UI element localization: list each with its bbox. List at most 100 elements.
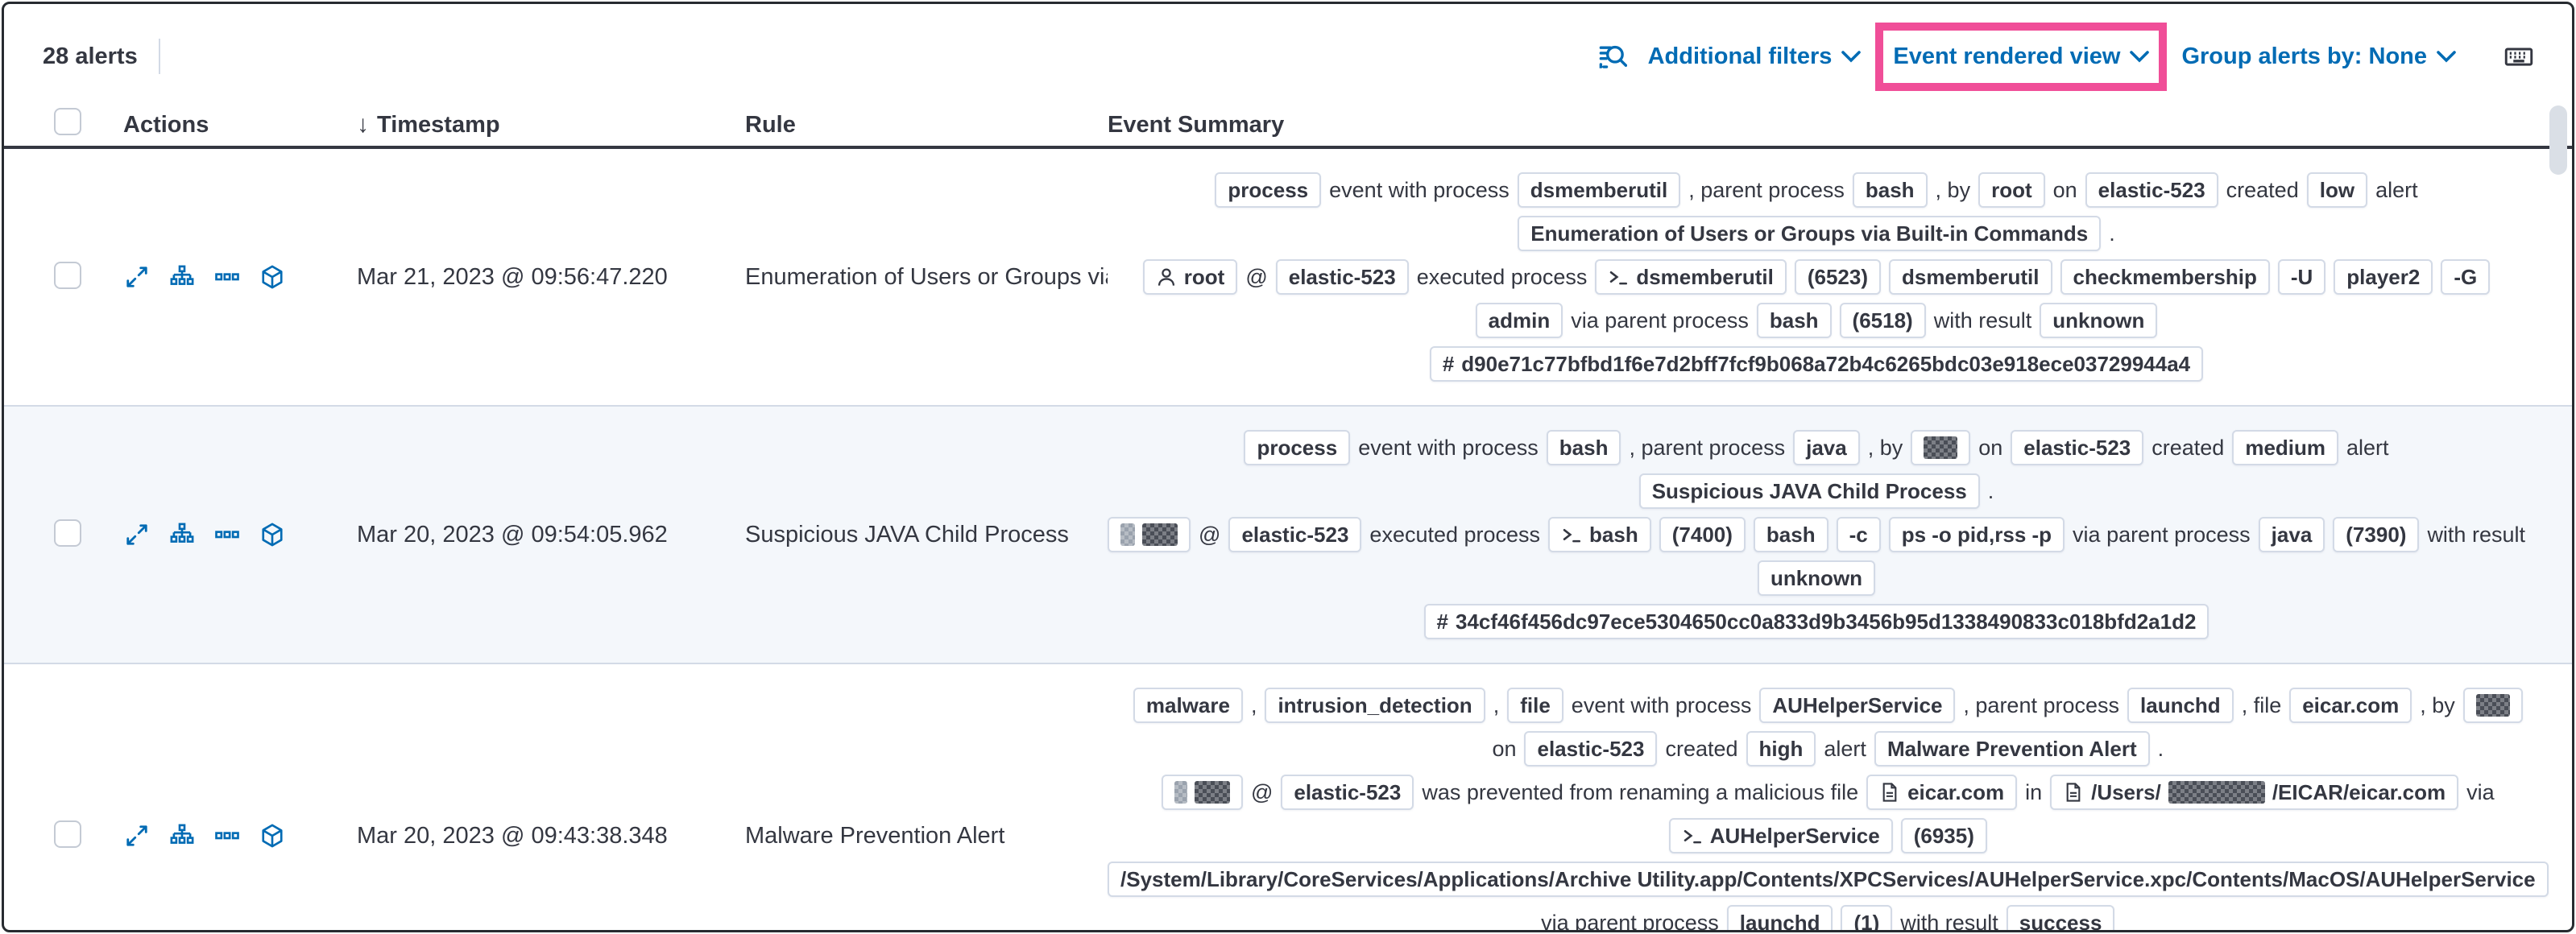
select-all-checkbox[interactable] — [54, 108, 81, 135]
investigate-timeline-button[interactable] — [260, 265, 284, 289]
summary-badge[interactable]: bash — [1548, 517, 1651, 552]
additional-filters-button[interactable]: Additional filters — [1648, 43, 1862, 70]
summary-badge[interactable]: bash — [1852, 172, 1928, 208]
column-header-rule: Rule — [745, 111, 796, 138]
analyze-event-button[interactable] — [170, 824, 194, 848]
summary-badge[interactable]: elastic-523 — [1275, 259, 1409, 295]
summary-badge[interactable]: (1) — [1841, 905, 1893, 930]
file-icon — [2063, 782, 2084, 803]
summary-badge[interactable]: AUHelperService — [1759, 688, 1956, 723]
summary-badge[interactable]: dsmemberutil — [1517, 172, 1681, 208]
summary-badge[interactable]: process — [1215, 172, 1322, 208]
summary-badge[interactable]: /Users//EICAR/eicar.com — [2050, 775, 2459, 810]
summary-badge[interactable]: elastic-523 — [2011, 430, 2144, 465]
inspect-button[interactable] — [1598, 42, 1627, 71]
summary-badge[interactable]: -G — [2441, 259, 2491, 295]
badge-text: launchd — [2140, 692, 2221, 717]
summary-badge[interactable]: unknown — [1757, 560, 1876, 596]
summary-badge[interactable]: medium — [2232, 430, 2339, 465]
summary-badge[interactable]: elastic-523 — [1524, 731, 1658, 767]
more-actions-button[interactable] — [215, 523, 239, 547]
investigate-timeline-button[interactable] — [260, 824, 284, 848]
summary-text: alert — [2375, 177, 2418, 202]
summary-badge[interactable]: file — [1507, 688, 1563, 723]
expand-alert-button[interactable] — [125, 523, 149, 547]
summary-text: , by — [2420, 692, 2455, 717]
timestamp-cell: Mar 21, 2023 @ 09:56:47.220 — [357, 263, 668, 290]
keyboard-shortcuts-button[interactable] — [2504, 42, 2533, 71]
summary-badge[interactable]: checkmembership — [2060, 259, 2270, 295]
summary-badge[interactable]: malware — [1133, 688, 1243, 723]
summary-badge[interactable]: (6518) — [1839, 303, 1926, 338]
summary-badge[interactable]: eicar.com — [1866, 775, 2018, 810]
badge-text: intrusion_detection — [1278, 692, 1472, 717]
analyze-event-button[interactable] — [170, 265, 194, 289]
summary-text: with result — [1900, 910, 1998, 932]
summary-badge[interactable]: launchd — [2127, 688, 2234, 723]
summary-badge[interactable]: /System/Library/CoreServices/Application… — [1108, 862, 2549, 897]
expand-alert-button[interactable] — [125, 824, 149, 848]
summary-badge[interactable]: bash — [1756, 303, 1832, 338]
alert-row: Mar 21, 2023 @ 09:56:47.220 Enumeration o… — [4, 149, 2572, 407]
summary-text: . — [2157, 736, 2164, 761]
rule-cell[interactable]: Malware Prevention Alert — [745, 822, 1005, 849]
timestamp-cell: Mar 20, 2023 @ 09:54:05.962 — [357, 521, 668, 548]
rule-cell[interactable]: Suspicious JAVA Child Process — [745, 521, 1069, 548]
summary-badge[interactable]: Suspicious JAVA Child Process — [1638, 473, 1980, 509]
analyze-event-button[interactable] — [170, 523, 194, 547]
summary-badge[interactable]: (7400) — [1659, 517, 1746, 552]
summary-badge[interactable]: low — [2306, 172, 2368, 208]
summary-text: on — [2052, 177, 2077, 202]
summary-text: @ — [1199, 522, 1221, 547]
summary-badge[interactable]: success — [2006, 905, 2115, 930]
summary-badge[interactable]: elastic-523 — [1228, 517, 1362, 552]
summary-badge[interactable]: java — [1793, 430, 1860, 465]
summary-badge[interactable]: intrusion_detection — [1265, 688, 1485, 723]
summary-badge[interactable]: launchd — [1726, 905, 1833, 930]
more-actions-button[interactable] — [215, 824, 239, 848]
investigate-timeline-button[interactable] — [260, 523, 284, 547]
rule-cell[interactable]: Enumeration of Users or Groups via Bui — [745, 263, 1108, 290]
scrollbar-thumb[interactable] — [2549, 105, 2567, 175]
summary-badge[interactable]: player2 — [2334, 259, 2433, 295]
column-header-timestamp[interactable]: ↓ Timestamp — [357, 111, 745, 138]
summary-badge[interactable]: admin — [1475, 303, 1563, 338]
view-selector-button[interactable]: Event rendered view — [1893, 43, 2150, 70]
summary-badge[interactable]: dsmemberutil — [1595, 259, 1787, 295]
summary-text: on — [1978, 435, 2003, 460]
group-alerts-button[interactable]: Group alerts by: None — [2181, 43, 2456, 70]
summary-badge[interactable]: #d90e71c77bfbd1f6e7d2bff7fcf9b068a72b4c6… — [1429, 346, 2204, 382]
summary-badge[interactable]: bash — [1753, 517, 1828, 552]
summary-badge[interactable]: (6523) — [1794, 259, 1881, 295]
summary-badge[interactable]: eicar.com — [2289, 688, 2412, 723]
summary-badge[interactable]: root — [1142, 259, 1238, 295]
summary-badge[interactable]: ps -o pid,rss -p — [1888, 517, 2065, 552]
summary-badge[interactable]: high — [1746, 731, 1816, 767]
summary-badge[interactable]: (7390) — [2333, 517, 2420, 552]
summary-badge[interactable]: (6935) — [1900, 818, 1987, 853]
summary-badge[interactable] — [1108, 517, 1191, 552]
expand-alert-button[interactable] — [125, 265, 149, 289]
summary-badge[interactable] — [1161, 775, 1243, 810]
summary-badge[interactable]: Malware Prevention Alert — [1874, 731, 2150, 767]
summary-badge[interactable]: elastic-523 — [2085, 172, 2218, 208]
summary-badge[interactable]: dsmemberutil — [1889, 259, 2052, 295]
summary-badge[interactable]: bash — [1546, 430, 1621, 465]
summary-badge[interactable]: -c — [1836, 517, 1881, 552]
more-actions-button[interactable] — [215, 265, 239, 289]
summary-badge[interactable] — [2462, 688, 2523, 723]
actions-cell — [123, 824, 357, 848]
summary-badge[interactable] — [1911, 430, 1971, 465]
summary-badge[interactable]: elastic-523 — [1281, 775, 1414, 810]
summary-badge[interactable]: java — [2258, 517, 2325, 552]
summary-badge[interactable]: process — [1244, 430, 1351, 465]
summary-badge[interactable]: -U — [2277, 259, 2326, 295]
row-checkbox[interactable] — [54, 519, 81, 547]
summary-badge[interactable]: #34cf46f456dc97ece5304650cc0a833d9b3456b… — [1423, 604, 2209, 639]
summary-badge[interactable]: AUHelperService — [1668, 818, 1893, 853]
row-checkbox[interactable] — [54, 261, 81, 289]
summary-badge[interactable]: root — [1978, 172, 2045, 208]
summary-badge[interactable]: unknown — [2040, 303, 2158, 338]
row-checkbox[interactable] — [54, 820, 81, 848]
summary-badge[interactable]: Enumeration of Users or Groups via Built… — [1518, 216, 2102, 251]
